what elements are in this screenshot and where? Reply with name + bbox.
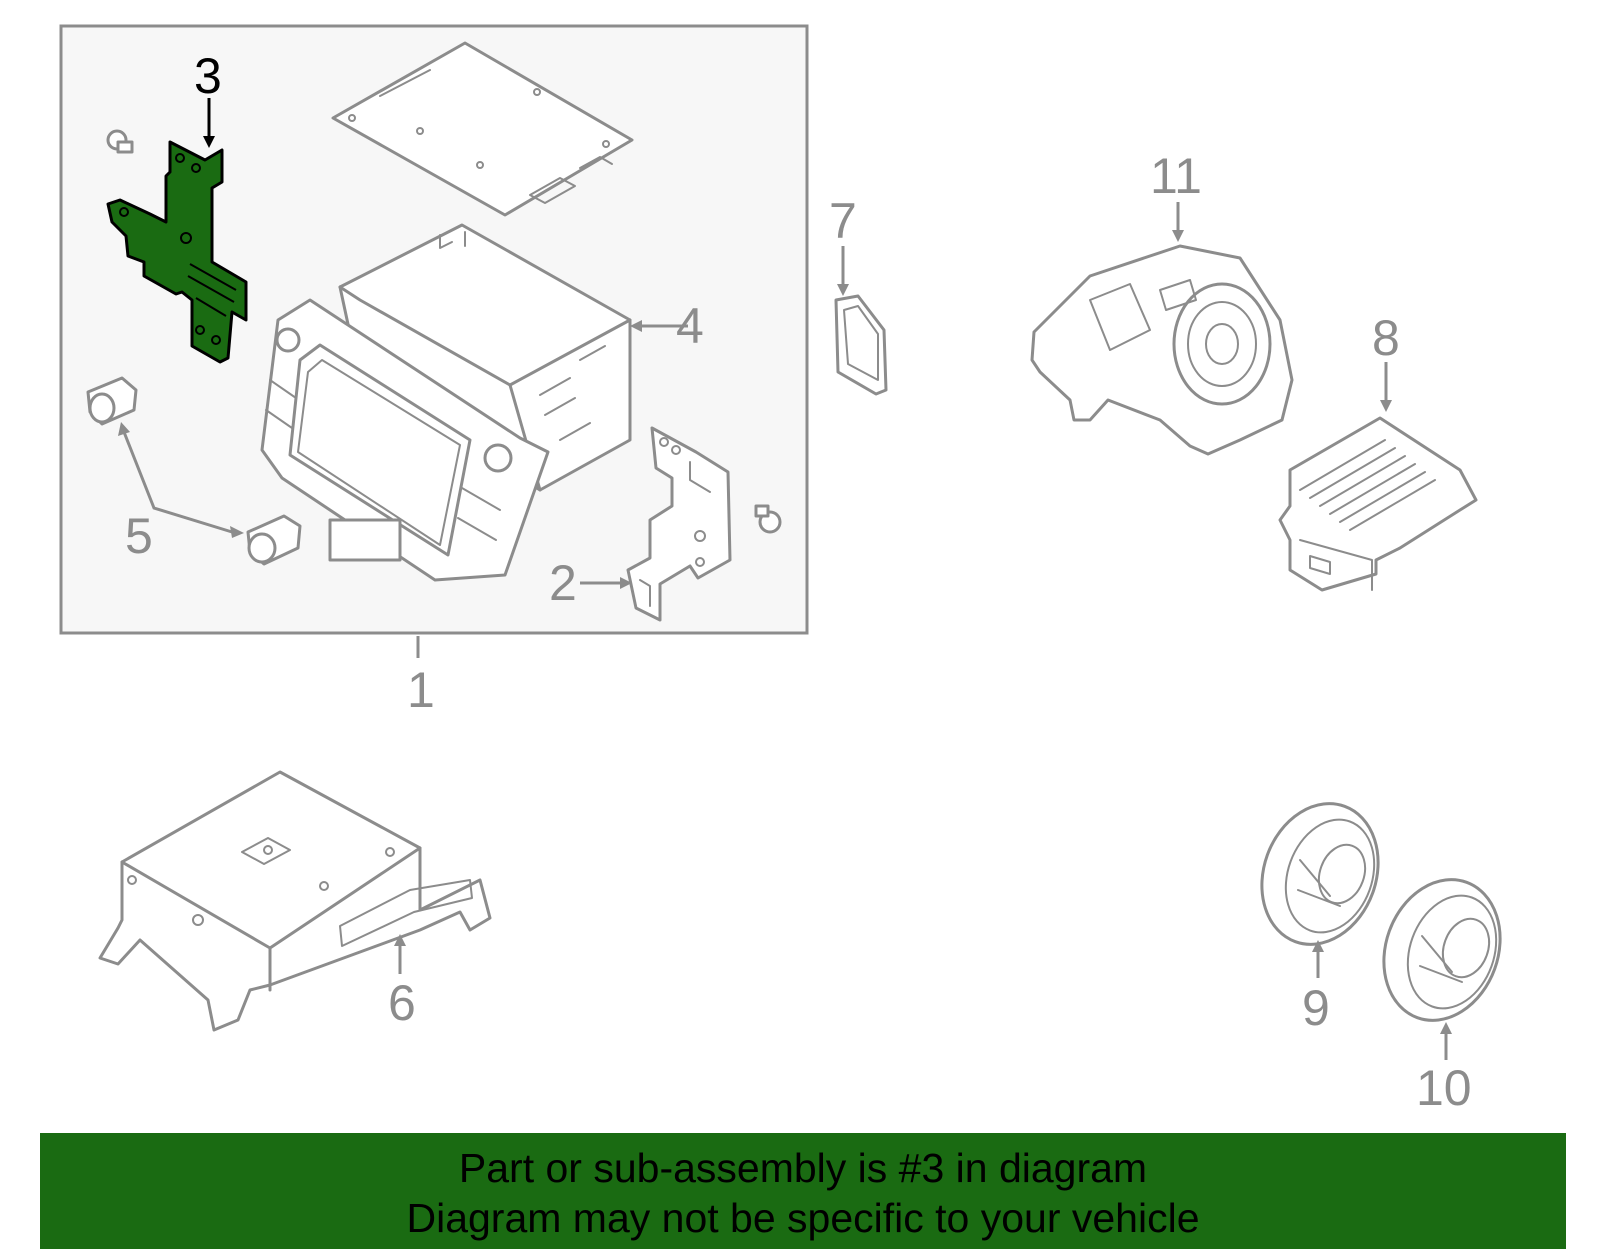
amplifier-part-8 bbox=[1278, 416, 1478, 592]
callout-3: 3 bbox=[194, 48, 222, 104]
speaker-part-10 bbox=[1382, 878, 1502, 1022]
module-part-6 bbox=[98, 770, 492, 1032]
callout-6: 6 bbox=[388, 975, 416, 1031]
spacer-lower bbox=[246, 514, 302, 566]
callout-1: 1 bbox=[407, 662, 435, 718]
callout-8: 8 bbox=[1372, 310, 1400, 366]
subwoofer-part-11 bbox=[1030, 244, 1294, 456]
callout-7: 7 bbox=[829, 193, 857, 249]
banner-line-part-number: Part or sub-assembly is #3 in diagram bbox=[458, 1145, 1148, 1191]
callout-10: 10 bbox=[1416, 1060, 1472, 1116]
gasket-part-7 bbox=[834, 294, 888, 396]
circuit-board-cover bbox=[331, 41, 634, 217]
leader-lines bbox=[118, 98, 1452, 1060]
screw-top-left bbox=[106, 129, 134, 154]
head-unit bbox=[260, 223, 632, 582]
spacer-upper bbox=[86, 376, 138, 426]
callout-11: 11 bbox=[1150, 148, 1202, 204]
callout-5: 5 bbox=[125, 508, 153, 564]
speaker-part-9 bbox=[1260, 802, 1380, 946]
bracket-part-3 bbox=[106, 140, 248, 364]
callout-2: 2 bbox=[549, 555, 577, 611]
info-banner: Part or sub-assembly is #3 in diagram Di… bbox=[40, 1133, 1566, 1249]
callout-9: 9 bbox=[1302, 980, 1330, 1036]
callout-4: 4 bbox=[676, 298, 704, 354]
banner-line-disclaimer: Diagram may not be specific to your vehi… bbox=[406, 1195, 1200, 1241]
side-bracket bbox=[626, 426, 732, 622]
screw-right bbox=[754, 504, 782, 534]
